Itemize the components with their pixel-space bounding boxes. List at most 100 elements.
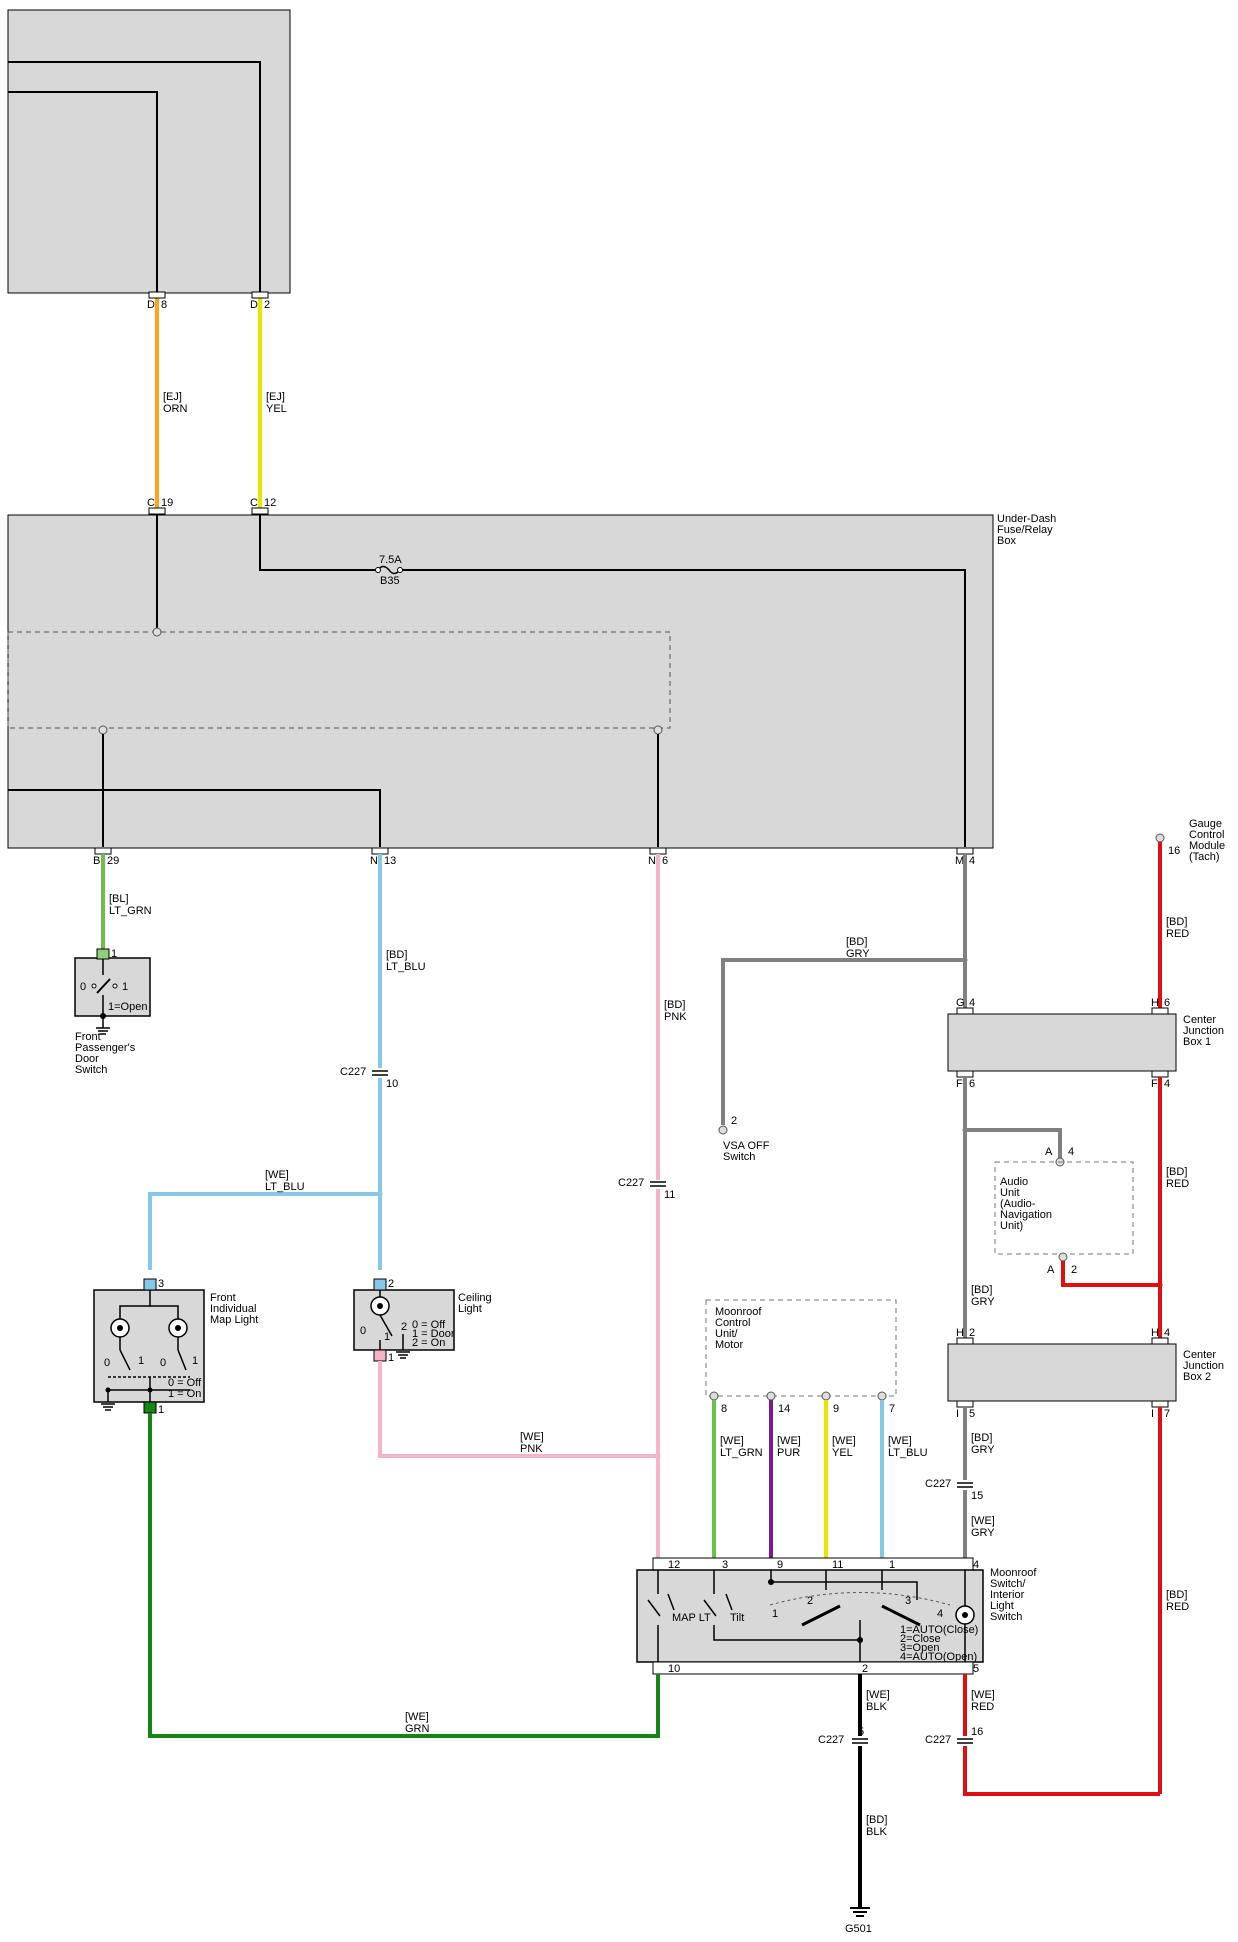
label-a2-letter: A — [1047, 1264, 1055, 1276]
ceiling-light-pin2: 2 — [388, 1278, 394, 1290]
wire-label-ltgrn-code: [BL] — [109, 893, 129, 905]
wire-label-red-low-code: [BD] — [1166, 1589, 1187, 1601]
map-light-state-1a: 1 — [138, 1355, 144, 1367]
moonroof-switch-box — [636, 1569, 984, 1663]
fuse-end-left — [375, 567, 381, 573]
ceiling-light-state-1: 1 — [384, 1331, 390, 1343]
moonroof-switch-label-1: Moonroof — [990, 1567, 1037, 1579]
label-f4-letter: F — [1151, 1078, 1158, 1090]
wire-label-pur-we-code: [WE] — [777, 1435, 801, 1447]
ms-pin-11: 11 — [832, 1559, 843, 1571]
interior-light-filament — [962, 1612, 968, 1618]
wire-label-ltblu-we2-color: LT_BLU — [888, 1447, 928, 1459]
label-a2-pin: 2 — [1071, 1264, 1077, 1276]
ceiling-light-state-label-3: 2 = On — [412, 1337, 445, 1349]
moonroof-switch-header — [652, 1557, 974, 1571]
wire-label-pnk-bd-code: [BD] — [664, 999, 685, 1011]
connector-f4 — [1151, 1070, 1169, 1078]
gauge-label-4: (Tach) — [1189, 851, 1220, 863]
wire-label-gry-we-color: GRY — [971, 1527, 995, 1539]
label-n6-letter: N — [648, 855, 656, 867]
label-h2-pin: 2 — [969, 1327, 975, 1339]
ceiling-light-terminal-top — [373, 1278, 387, 1291]
ms-pin-12: 12 — [668, 1559, 680, 1571]
g501-ground-icon — [850, 1907, 870, 1917]
c227-label-5: C227 — [818, 1734, 844, 1746]
ms-pin-9: 9 — [777, 1559, 783, 1571]
ground-label-g501: G501 — [845, 1923, 872, 1935]
wire-label-grn-we-code: [WE] — [405, 1711, 429, 1723]
moonroof-state-4: 4=AUTO(Open) — [900, 1651, 977, 1663]
wire-grn-we — [148, 1413, 660, 1738]
inner-dashed-region — [7, 631, 671, 729]
mu-pin-9: 9 — [833, 1403, 839, 1415]
map-light-terminal-top — [143, 1278, 157, 1291]
wire-label-ltblu-we-code: [WE] — [265, 1169, 289, 1181]
vsa-pin2: 2 — [731, 1115, 737, 1127]
c227-pin-5: 5 — [858, 1726, 864, 1738]
wire-label-orn-code: [EJ] — [163, 391, 182, 403]
cjb1-label-1: Center — [1183, 1014, 1216, 1026]
label-h6-letter: H — [1151, 997, 1159, 1009]
label-n13-letter: N — [370, 855, 378, 867]
wire-label-red-top-color: RED — [1166, 928, 1189, 940]
ceiling-light-filament — [377, 1303, 383, 1309]
fuse-b35 — [377, 565, 401, 575]
ms-pin-5: 5 — [973, 1663, 979, 1675]
audio-label-2: Unit — [1000, 1187, 1020, 1199]
wire-gry-audio — [965, 1128, 1062, 1160]
door-switch-terminal — [96, 948, 110, 960]
door-switch-box — [74, 957, 151, 1017]
label-m4-pin: 4 — [969, 855, 975, 867]
moonroof-dial-arc — [769, 1592, 951, 1606]
junction-gry-vsa — [962, 957, 968, 963]
junction-pnk — [655, 1453, 661, 1459]
vsa-label-2: Switch — [723, 1151, 755, 1163]
wire-label-red-low-color: RED — [1166, 1601, 1189, 1613]
map-light-state-0b: 0 — [160, 1357, 166, 1369]
label-h4-letter: H — [1151, 1327, 1159, 1339]
label-n6-pin: 6 — [662, 855, 668, 867]
map-lt-label: MAP LT — [672, 1612, 711, 1624]
wire-lt-blu-we — [148, 1192, 380, 1270]
wire-label-pnk-we-color: PNK — [520, 1443, 543, 1455]
wire-red-audio — [1061, 1261, 1160, 1287]
tilt-switch — [703, 1570, 860, 1641]
wire-label-gry-we-code: [WE] — [971, 1515, 995, 1527]
connector-d2 — [251, 291, 269, 299]
wire-label-orn-color: ORN — [163, 403, 188, 415]
cjb2-label-1: Center — [1183, 1349, 1216, 1361]
label-i7-letter: I — [1151, 1408, 1154, 1420]
door-switch-state-1: 1 — [122, 981, 128, 993]
moonroof-pos-4: 4 — [937, 1608, 943, 1620]
connector-g4 — [956, 1007, 974, 1015]
map-light-bus-top-r — [150, 1305, 179, 1320]
moonroof-lever-left — [801, 1604, 841, 1627]
label-d2-letter: D — [250, 299, 258, 311]
tilt-label: Tilt — [730, 1612, 744, 1624]
center-junction-box-2 — [947, 1343, 1177, 1402]
c227-label-16: C227 — [925, 1734, 951, 1746]
label-c12-pin: 12 — [264, 497, 276, 509]
ceiling-light-ground-icon — [396, 1351, 410, 1359]
under-dash-label-2: Fuse/Relay — [997, 524, 1053, 536]
ceiling-light-state-2: 2 — [401, 1321, 407, 1333]
audio-label-4: Navigation — [1000, 1209, 1052, 1221]
wire-label-pnk-we-code: [WE] — [520, 1431, 544, 1443]
door-switch-ground-dot — [100, 1013, 106, 1019]
audio-label-5: Unit) — [1000, 1220, 1023, 1232]
door-switch-blade — [96, 978, 111, 994]
connector-n13 — [371, 847, 389, 855]
wire-label-ltgrn-color: LT_GRN — [109, 905, 152, 917]
wire-label-ltblu-bd-code: [BD] — [386, 949, 407, 961]
mu-pin-8: 8 — [721, 1403, 727, 1415]
map-light-label-3: Map Light — [210, 1314, 258, 1326]
moonroof-pos-1: 1 — [772, 1608, 778, 1620]
c227-pin-16: 16 — [971, 1726, 983, 1738]
ceiling-light-blade — [379, 1314, 393, 1337]
map-light-state-0a: 0 — [104, 1357, 110, 1369]
c227-label-11: C227 — [618, 1177, 644, 1189]
junction-ltblu — [377, 1191, 383, 1197]
moonroof-switch-label-3: Interior — [990, 1589, 1025, 1601]
ceiling-light-state-0: 0 — [360, 1325, 366, 1337]
